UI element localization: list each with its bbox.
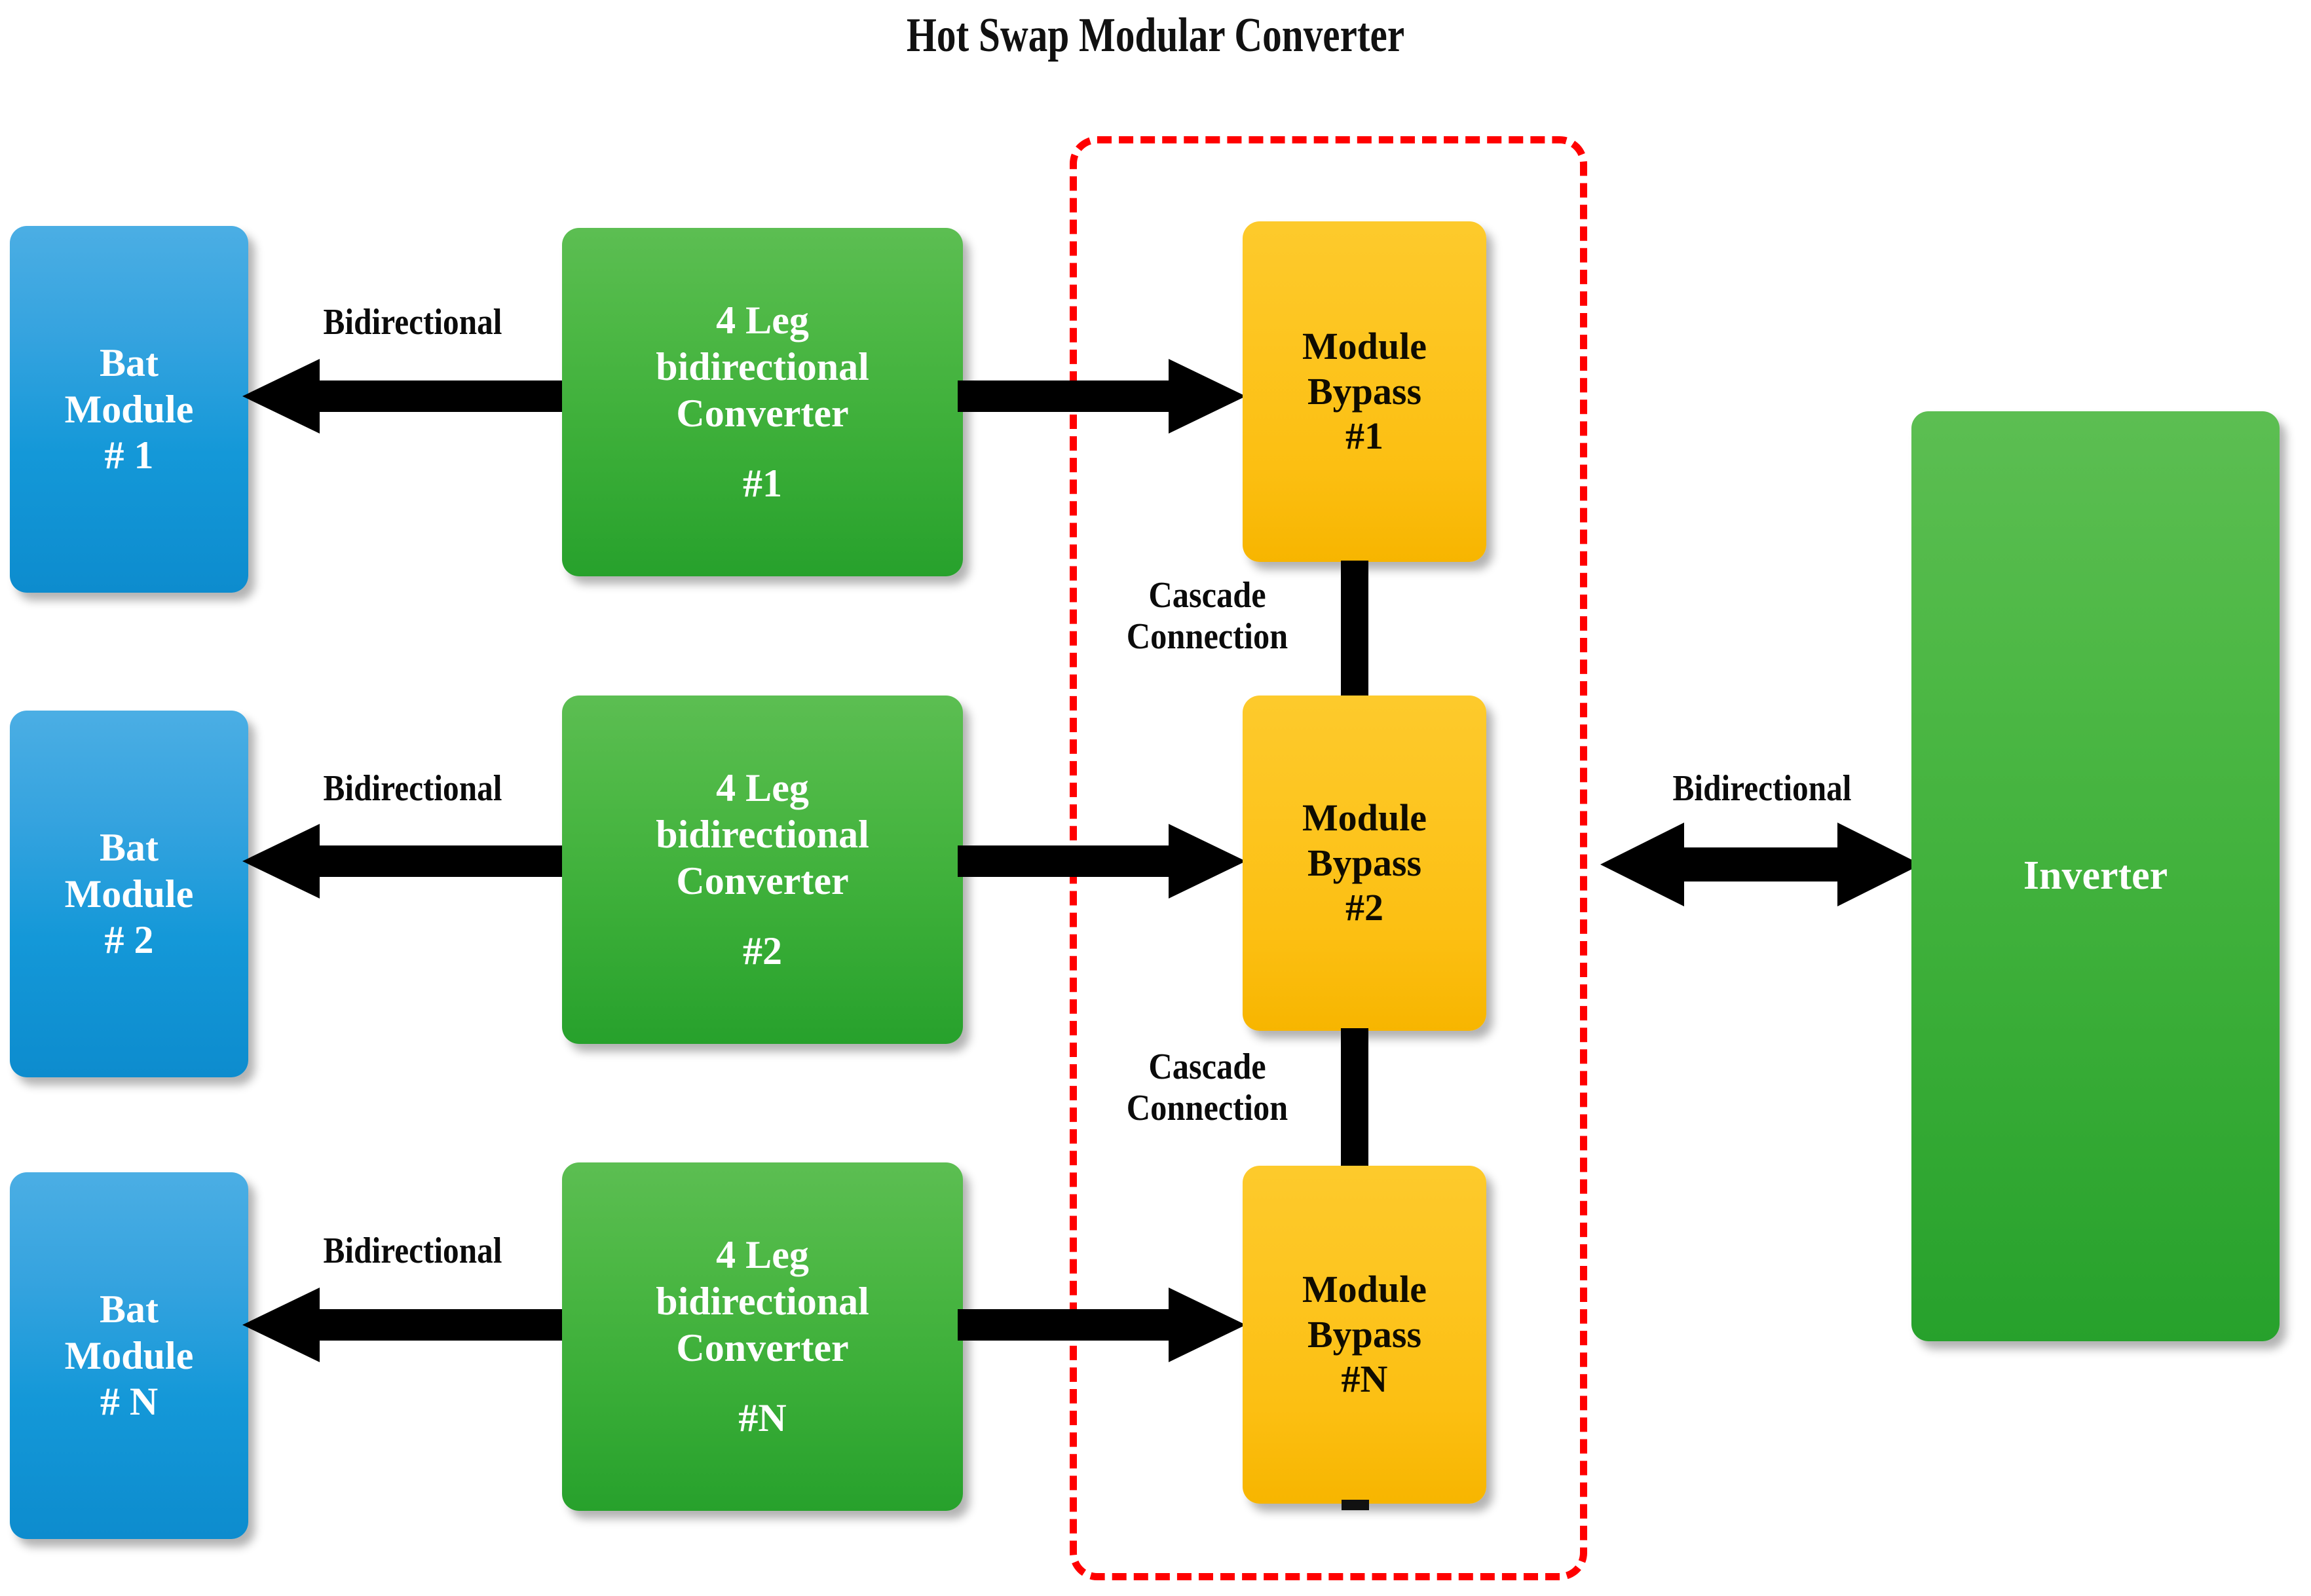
cascade-label-1-line2: Connection bbox=[1126, 616, 1288, 657]
battery-module-2-line3: # 2 bbox=[104, 918, 154, 962]
battery-module-n-line1: Bat bbox=[100, 1287, 159, 1331]
battery-module-n-line2: Module bbox=[64, 1333, 194, 1377]
arrow-converter2-to-bypass2 bbox=[958, 819, 1246, 904]
arrow-convertern-to-bypassn bbox=[958, 1282, 1246, 1367]
module-bypass-n-line1: Module bbox=[1302, 1268, 1427, 1311]
module-bypass-n[interactable]: Module Bypass #N bbox=[1243, 1166, 1486, 1504]
converter-n-line2: bidirectional bbox=[656, 1280, 869, 1324]
converter-n-line4: #N bbox=[738, 1396, 787, 1439]
module-bypass-1-line1: Module bbox=[1302, 325, 1427, 368]
cascade-connection-bar-2 bbox=[1341, 1028, 1368, 1174]
module-bypass-1[interactable]: Module Bypass #1 bbox=[1243, 221, 1486, 562]
arrow-converter1-to-bypass1 bbox=[958, 354, 1246, 439]
arrow-converter1-to-battery1 bbox=[242, 354, 576, 439]
battery-module-2[interactable]: Bat Module # 2 bbox=[10, 711, 248, 1077]
converter-n[interactable]: 4 Leg bidirectional Converter #N bbox=[562, 1162, 963, 1511]
converter-2-line4: #2 bbox=[743, 929, 782, 973]
converter-2-line2: bidirectional bbox=[656, 813, 869, 857]
cascade-label-2-line1: Cascade bbox=[1148, 1047, 1266, 1087]
cascade-connection-label-1: Cascade Connection bbox=[1093, 575, 1323, 657]
inverter-block[interactable]: Inverter bbox=[1911, 411, 2280, 1341]
battery-module-2-line2: Module bbox=[64, 872, 194, 916]
cascade-connection-stub-bottom bbox=[1342, 1500, 1369, 1510]
module-bypass-2-line1: Module bbox=[1302, 796, 1427, 840]
inverter-label: Inverter bbox=[2023, 853, 2168, 899]
module-bypass-n-line3: #N bbox=[1341, 1358, 1388, 1401]
module-bypass-2[interactable]: Module Bypass #2 bbox=[1243, 696, 1486, 1031]
page-title: Hot Swap Modular Converter bbox=[906, 9, 1405, 62]
module-bypass-1-line3: #1 bbox=[1345, 415, 1383, 458]
converter-1-line4: #1 bbox=[743, 461, 782, 505]
converter-n-line1: 4 Leg bbox=[716, 1233, 809, 1277]
arrow-converter2-to-battery2 bbox=[242, 819, 576, 904]
module-bypass-2-line3: #2 bbox=[1345, 886, 1383, 929]
battery-module-1-line1: Bat bbox=[100, 341, 159, 384]
battery-module-2-line1: Bat bbox=[100, 825, 159, 869]
module-bypass-n-line2: Bypass bbox=[1307, 1312, 1422, 1356]
battery-module-1[interactable]: Bat Module # 1 bbox=[10, 226, 248, 593]
edge-label-bidirectional-row2: Bidirectional bbox=[323, 768, 502, 809]
cascade-connection-bar-1 bbox=[1341, 561, 1368, 705]
converter-1-line1: 4 Leg bbox=[716, 299, 809, 343]
converter-1-line2: bidirectional bbox=[656, 345, 869, 389]
edge-label-bidirectional-row3: Bidirectional bbox=[323, 1231, 502, 1271]
cascade-label-1-line1: Cascade bbox=[1148, 575, 1266, 616]
battery-module-1-line2: Module bbox=[64, 387, 194, 431]
arrow-convertern-to-batteryn bbox=[242, 1282, 576, 1367]
converter-1-line3: Converter bbox=[676, 392, 849, 435]
battery-module-1-line3: # 1 bbox=[104, 434, 154, 477]
converter-2-line1: 4 Leg bbox=[716, 766, 809, 810]
cascade-connection-label-2: Cascade Connection bbox=[1093, 1047, 1323, 1128]
battery-module-n[interactable]: Bat Module # N bbox=[10, 1172, 248, 1539]
edge-label-bidirectional-row1: Bidirectional bbox=[323, 302, 502, 343]
edge-label-bidirectional-inverter: Bidirectional bbox=[1672, 768, 1852, 809]
converter-2[interactable]: 4 Leg bidirectional Converter #2 bbox=[562, 696, 963, 1044]
converter-2-line3: Converter bbox=[676, 859, 849, 902]
converter-1[interactable]: 4 Leg bidirectional Converter #1 bbox=[562, 228, 963, 576]
arrow-bypass-chain-to-inverter bbox=[1600, 819, 1921, 910]
module-bypass-1-line2: Bypass bbox=[1307, 369, 1422, 413]
cascade-label-2-line2: Connection bbox=[1126, 1087, 1288, 1128]
module-bypass-2-line2: Bypass bbox=[1307, 841, 1422, 884]
converter-n-line3: Converter bbox=[676, 1326, 849, 1369]
battery-module-n-line3: # N bbox=[100, 1380, 159, 1424]
